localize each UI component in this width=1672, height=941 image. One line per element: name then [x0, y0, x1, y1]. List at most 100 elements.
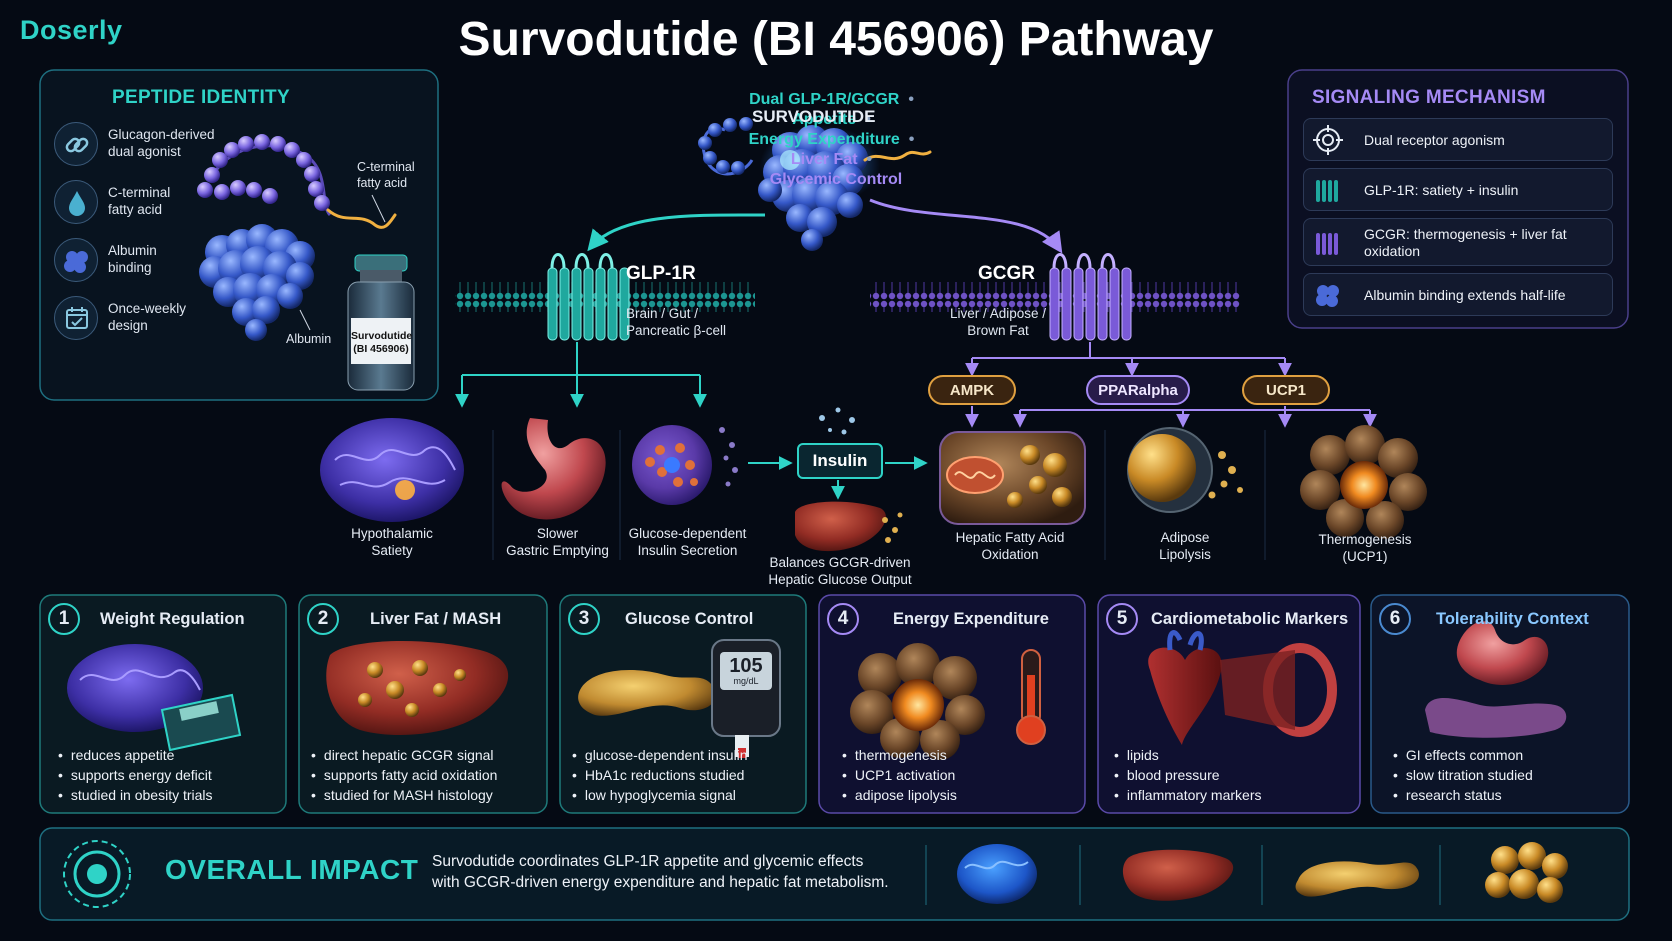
identity-item: Glucagon-derived dual agonist — [108, 127, 215, 159]
effect-hepatic-glucose-output: Balances GCGR-driven Hepatic Glucose Out… — [768, 555, 912, 587]
effect-adipose-lipolysis: Adipose Lipolysis — [1159, 530, 1211, 562]
insulin-particles — [819, 407, 855, 435]
ucp1-node: UCP1 — [1242, 375, 1330, 405]
brown-fat-illustration — [1300, 425, 1427, 539]
list-item: thermogenesis — [842, 745, 957, 765]
list-item: UCP1 activation — [842, 765, 957, 785]
survodutide-label: SURVODUTIDE — [752, 107, 876, 126]
list-item: low hypoglycemia signal — [572, 785, 748, 805]
panel-title-weight-regulation: Weight Regulation — [100, 610, 245, 628]
signaling-item: Albumin binding extends half-life — [1303, 273, 1613, 316]
subtitle-tag: Energy Expenditure — [748, 131, 900, 148]
hepatocyte-mitochondria-illustration — [939, 431, 1086, 525]
subtitle-tag: Appetite — [792, 111, 857, 128]
list-item: HbA1c reductions studied — [572, 765, 748, 785]
glp1r-label: GLP-1R — [626, 263, 696, 284]
list-item: supports fatty acid oxidation — [311, 765, 498, 785]
albumin-icon — [54, 238, 98, 282]
signaling-item-text: GLP-1R: satiety + insulin — [1364, 182, 1519, 199]
albumin-illustration — [199, 224, 315, 341]
impact-fat-icon — [1485, 842, 1568, 903]
identity-item: Albumin binding — [108, 243, 157, 275]
liver-small-illustration — [795, 501, 903, 552]
islet-insulin-illustration — [632, 425, 738, 505]
subtitle-tag: Dual GLP-1R/GCGR — [749, 91, 900, 108]
target-icon — [1313, 125, 1343, 155]
peptide-chain-illustration — [197, 134, 397, 229]
albumin-label: Albumin — [286, 332, 332, 346]
list-item: direct hepatic GCGR signal — [311, 745, 497, 765]
ppar-node: PPARalpha — [1086, 375, 1190, 405]
signaling-item: GLP-1R: satiety + insulin — [1303, 168, 1613, 211]
list-item: adipose lipolysis — [842, 785, 957, 805]
adipocyte-illustration — [1127, 427, 1243, 513]
list-item: research status — [1393, 785, 1533, 805]
list-item: inflammatory markers — [1114, 785, 1262, 805]
survodutide-molecule-illustration — [698, 117, 932, 251]
panel-bullets: GI effects common slow titration studied… — [1393, 745, 1533, 805]
panel-bullets: reduces appetite supports energy deficit… — [58, 745, 213, 805]
signaling-heading: SIGNALING MECHANISM — [1312, 87, 1546, 108]
weight-brain-scale-illustration — [67, 644, 242, 752]
subtitle-tags: Dual GLP-1R/GCGR• Appetite• Energy Expen… — [748, 91, 915, 188]
link-icon — [54, 122, 98, 166]
signaling-item-text: Dual receptor agonism — [1364, 132, 1505, 149]
brand-logo[interactable]: Doserly — [20, 15, 123, 45]
glucometer-unit: mg/dL — [733, 676, 759, 686]
page-title: Survodutide (BI 456906) Pathway — [458, 13, 1214, 66]
gcgr-receptor-illustration — [1049, 253, 1132, 341]
panel-bullets: lipids blood pressure inflammatory marke… — [1114, 745, 1262, 805]
list-item: studied for MASH histology — [311, 785, 497, 805]
identity-heading: PEPTIDE IDENTITY — [112, 87, 290, 108]
list-item: slow titration studied — [1393, 765, 1533, 785]
impact-brain-icon — [957, 844, 1037, 904]
heart-vessel-illustration — [1148, 630, 1337, 745]
ampk-node: AMPK — [928, 375, 1016, 405]
panel-bullets: glucose-dependent insulin HbA1c reductio… — [572, 745, 748, 805]
impact-text: Survodutide coordinates GLP-1R appetite … — [432, 853, 889, 891]
panel-title-tolerability-context: Tolerability Context — [1436, 610, 1589, 628]
identity-item: Once-weekly design — [108, 301, 187, 333]
effect-insulin-secretion: Glucose-dependent Insulin Secretion — [628, 526, 747, 558]
droplet-icon — [54, 180, 98, 224]
panel-number: 6 — [1379, 603, 1411, 635]
signaling-item-text: GCGR: thermogenesis + liver fat oxidatio… — [1364, 226, 1567, 259]
glp1r-sublabel: Brain / Gut / Pancreatic β-cell — [626, 306, 727, 338]
panel-number: 4 — [827, 603, 859, 635]
panel-title-glucose-control: Glucose Control — [625, 610, 754, 628]
panel-number: 5 — [1106, 603, 1138, 635]
identity-item: C-terminal fatty acid — [108, 185, 171, 217]
albumin-icon — [1316, 285, 1339, 307]
signaling-item: GCGR: thermogenesis + liver fat oxidatio… — [1303, 218, 1613, 266]
subtitle-tag: Liver Fat — [790, 151, 858, 168]
effect-hypothalamic-satiety: Hypothalamic Satiety — [351, 526, 433, 558]
impact-bar-frame — [39, 827, 1630, 921]
panel-title-energy-expenditure: Energy Expenditure — [893, 610, 1049, 628]
list-item: studied in obesity trials — [58, 785, 213, 805]
thermogenesis-thermometer-illustration — [850, 643, 1046, 760]
insulin-node: Insulin — [797, 443, 883, 479]
list-item: reduces appetite — [58, 745, 213, 765]
glp1r-receptor-illustration — [547, 253, 630, 341]
vial-label: Survodutide (BI 456906) — [351, 330, 413, 356]
gcgr-sublabel: Liver / Adipose / Brown Fat — [949, 306, 1047, 338]
list-item: lipids — [1114, 745, 1262, 765]
gcgr-receptor-icon — [1316, 233, 1338, 255]
signaling-item: Dual receptor agonism — [1303, 118, 1613, 161]
effect-gastric-emptying: Slower Gastric Emptying — [506, 526, 609, 558]
glp1r-receptor-icon — [1316, 180, 1338, 202]
impact-liver-icon — [1122, 849, 1234, 901]
fatty-liver-illustration — [326, 640, 509, 735]
effect-thermogenesis: Thermogenesis (UCP1) — [1318, 532, 1412, 564]
panel-number: 1 — [48, 603, 80, 635]
effect-hepatic-fatty-acid-oxidation: Hepatic Fatty Acid Oxidation — [955, 530, 1065, 562]
list-item: GI effects common — [1393, 745, 1533, 765]
vial-illustration — [347, 254, 415, 391]
stomach-illustration — [501, 418, 606, 520]
fatty-acid-label: C-terminal fatty acid — [357, 160, 415, 190]
impact-target-icon — [63, 840, 131, 908]
calendar-icon — [54, 296, 98, 340]
signaling-item-text: Albumin binding extends half-life — [1364, 287, 1566, 304]
list-item: blood pressure — [1114, 765, 1262, 785]
impact-title: OVERALL IMPACT — [165, 854, 419, 885]
